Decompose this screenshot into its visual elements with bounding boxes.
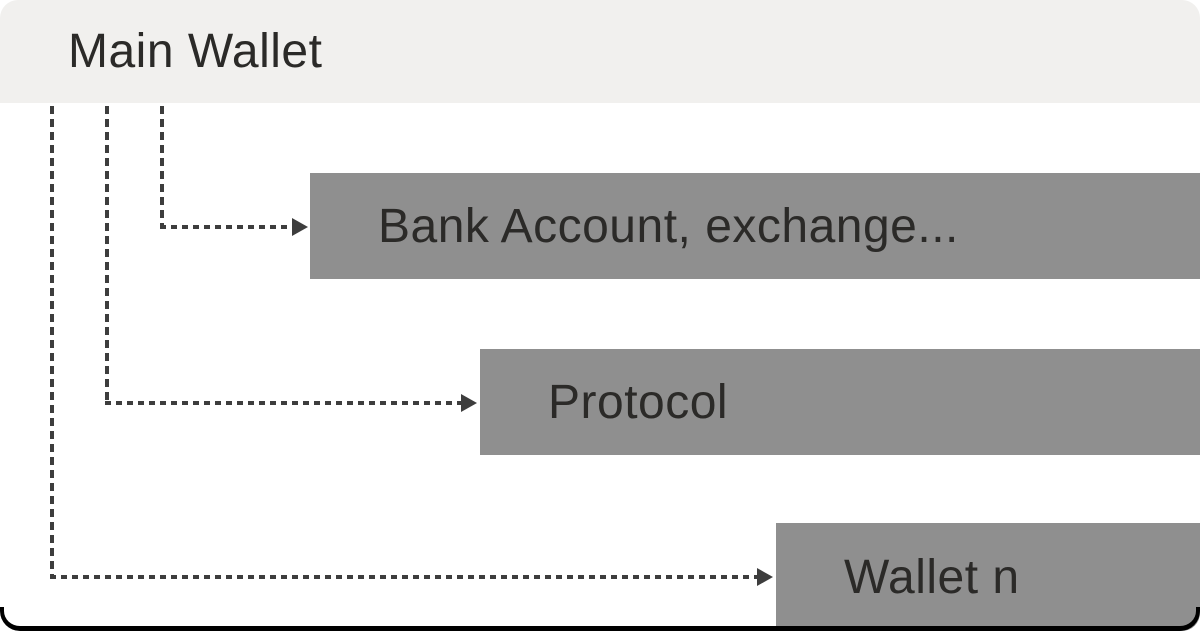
node-wallet-n: Wallet n [776,523,1200,631]
node-bank-account: Bank Account, exchange... [310,173,1200,279]
connector-wallet-horizontal [50,575,757,579]
connector-bank-vertical [160,106,164,229]
node-label: Wallet n [844,550,1020,604]
arrowhead-icon [757,568,773,586]
connector-bank-horizontal [160,225,292,229]
header: Main Wallet [0,0,1200,103]
connector-protocol-horizontal [105,401,461,405]
arrowhead-icon [292,218,308,236]
node-label: Protocol [548,375,729,429]
node-label: Bank Account, exchange... [378,199,959,253]
page-title: Main Wallet [68,25,323,78]
connector-protocol-vertical [105,106,109,405]
node-protocol: Protocol [480,349,1200,455]
arrowhead-icon [461,394,477,412]
connector-wallet-vertical [50,106,54,579]
